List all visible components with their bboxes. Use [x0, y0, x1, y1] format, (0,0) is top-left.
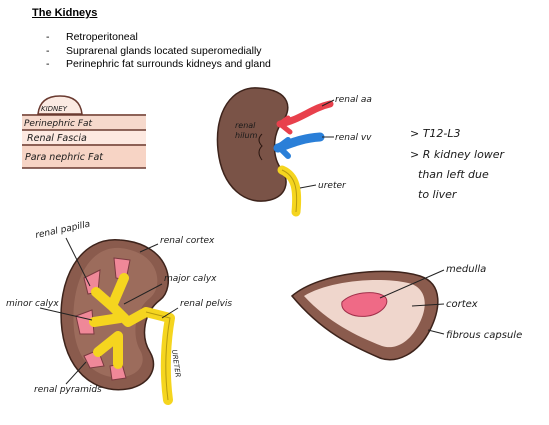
section-label: renal cortex: [160, 236, 215, 246]
hilum-label: hilum: [235, 131, 258, 140]
bullet-item: Perinephric fat surrounds kidneys and gl…: [46, 58, 271, 72]
notes: > T12-L3 > R kidney lower than left due …: [410, 127, 506, 201]
vessel-label: ureter: [318, 181, 347, 191]
layer-label: Renal Fascia: [27, 133, 87, 144]
layer-label: Perinephric Fat: [24, 119, 93, 129]
bullet-item: Suprarenal glands located superomedially: [46, 45, 271, 59]
section-label: renal pelvis: [180, 299, 232, 309]
capsule-label: cortex: [446, 299, 478, 310]
medulla-region: [341, 292, 388, 317]
hilum-sketch: renal hilum renal aa renal vv ureter: [216, 87, 372, 217]
vessel-label: renal vv: [335, 133, 372, 143]
perinephric-fat-band: [22, 114, 146, 130]
note-line: than left due: [418, 168, 489, 181]
ureter-label: URETER: [170, 349, 182, 378]
layer-label: Para nephric Fat: [25, 152, 104, 163]
note-line: > T12-L3: [410, 127, 461, 140]
section-label: major calyx: [164, 274, 217, 284]
paranephric-fat-band: [22, 144, 146, 168]
renal-pyramid: [75, 309, 95, 335]
section-label: renal pyramids: [34, 385, 102, 395]
page-title: The Kidneys: [32, 7, 98, 19]
bullet-item: Retroperitoneal: [46, 31, 271, 45]
section-sketch: URETER renal papilla renal cortex major …: [6, 220, 232, 405]
vessel-label: renal aa: [335, 95, 372, 105]
calyx-system: [89, 273, 175, 405]
kidney-label: KIDNEY: [41, 105, 68, 113]
kidney-dome: [37, 95, 83, 115]
bullet-list: Retroperitoneal Suprarenal glands locate…: [46, 31, 271, 72]
capsule-label: fibrous capsule: [446, 330, 522, 341]
renal-fascia-band: [22, 130, 146, 144]
hilum-label: renal: [235, 121, 256, 130]
capsule-label: medulla: [446, 264, 486, 275]
section-label: minor calyx: [6, 299, 59, 309]
capsule-sketch: medulla cortex fibrous capsule: [290, 264, 522, 361]
note-line: > R kidney lower: [410, 148, 506, 161]
section-label: renal papilla: [35, 220, 92, 241]
layers-sketch: KIDNEY Perinephric Fat Renal Fascia Para…: [22, 95, 146, 169]
note-line: to liver: [418, 188, 458, 201]
